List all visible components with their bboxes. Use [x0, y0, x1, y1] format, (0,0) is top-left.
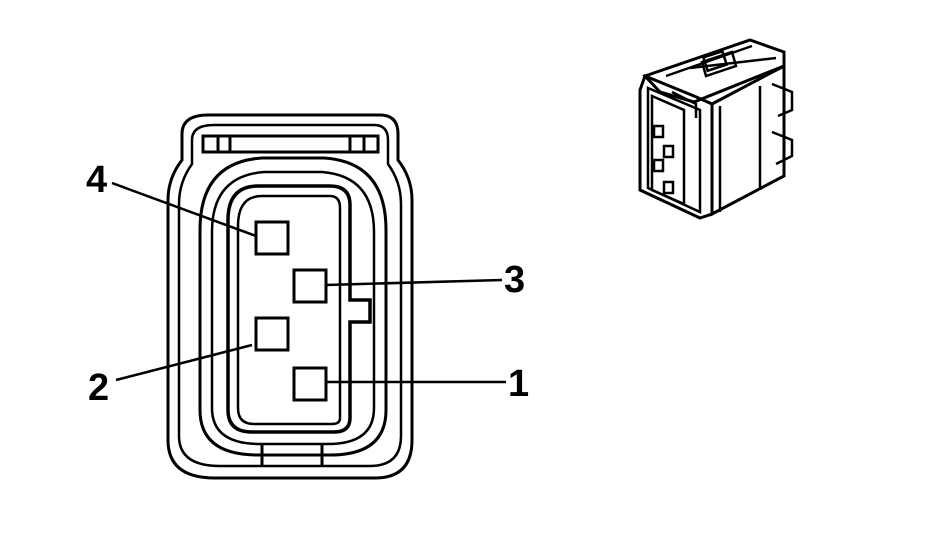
connector-seal-ring [198, 156, 388, 457]
connector-perspective-view [638, 38, 794, 220]
perspective-pin-1 [662, 180, 675, 195]
pin-4-cavity [254, 220, 290, 256]
connector-cavity-block [650, 90, 698, 206]
pin-label-4: 4 [86, 159, 107, 201]
connector-front-face [638, 74, 714, 220]
connector-top-latch [701, 49, 729, 73]
connector-side-rib-bottom [771, 130, 794, 166]
pin-label-2: 2 [88, 367, 109, 409]
pin-3-cavity [292, 268, 328, 304]
connector-face [166, 113, 414, 480]
perspective-pin-2 [652, 158, 665, 173]
pin-2-cavity [254, 316, 290, 352]
connector-top-ridge [665, 44, 777, 78]
connector-shell-inner-line [177, 123, 403, 468]
connector-side-edge [718, 86, 762, 212]
pin-label-1: 1 [508, 363, 529, 405]
connector-side-face [710, 63, 786, 217]
connector-top-face [642, 38, 786, 104]
leader-line-2 [115, 343, 253, 382]
pin-label-3: 3 [504, 259, 525, 301]
perspective-pin-4 [652, 124, 665, 139]
leader-line-4 [111, 181, 257, 238]
connector-front-inner [646, 86, 702, 214]
terminal-cavity-inner [236, 194, 342, 426]
connector-outer-shell [166, 113, 414, 480]
leader-lines [111, 181, 506, 384]
pin-1-cavity [292, 366, 328, 402]
leader-line-3 [325, 278, 503, 287]
perspective-pin-3 [662, 144, 675, 159]
connector-latch-bar [201, 134, 380, 154]
terminal-cavity [226, 184, 372, 434]
connector-side-rib-top [771, 82, 794, 118]
pin-cavities [254, 220, 328, 402]
connector-seal-ring-inner [210, 170, 376, 446]
